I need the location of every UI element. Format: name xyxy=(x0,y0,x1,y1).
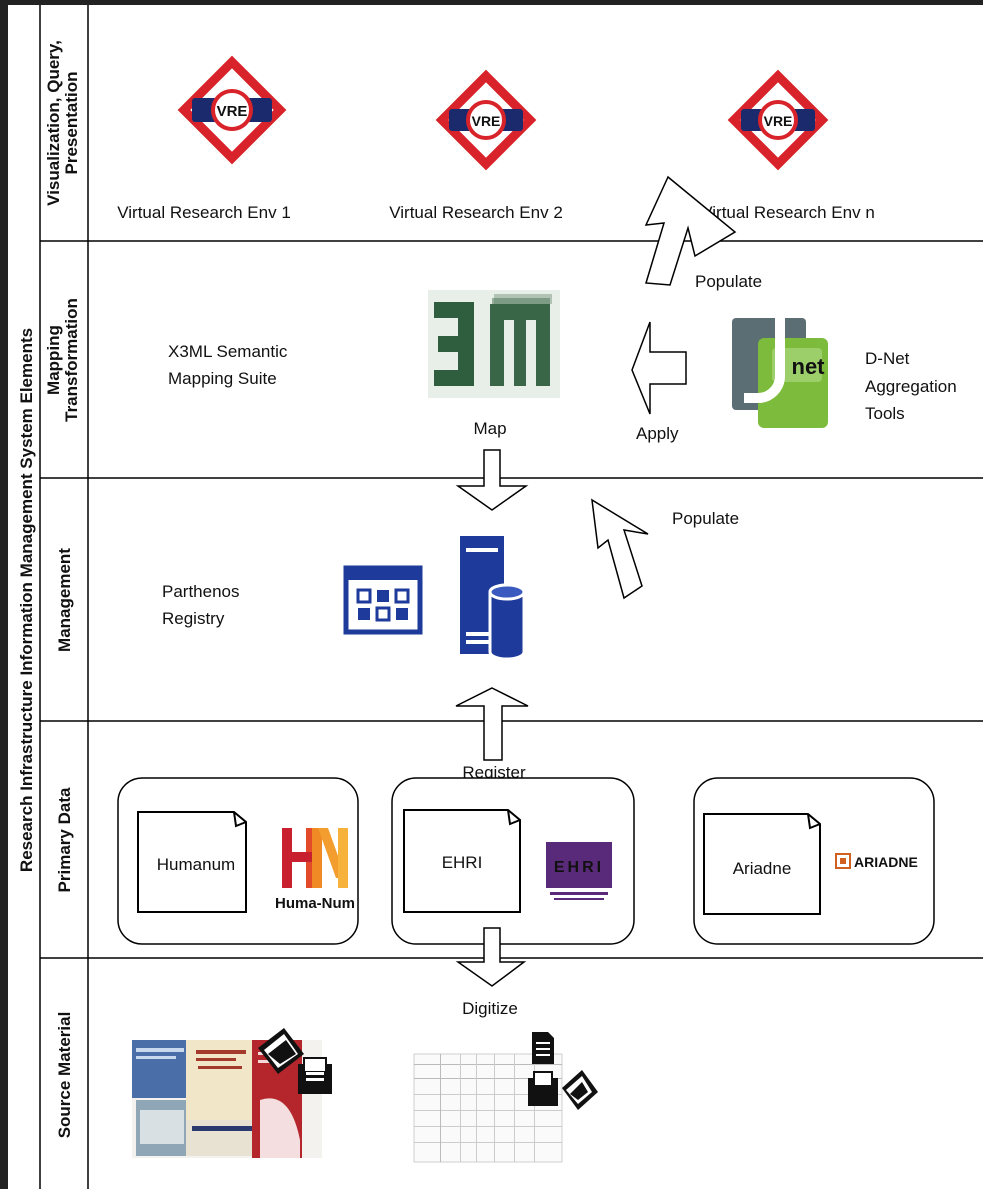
band-label-line: Presentation xyxy=(62,72,81,175)
outer-vertical-label: Research Infrastructure Information Mana… xyxy=(17,328,36,872)
document-fold xyxy=(507,809,521,826)
populate-top-label: Populate xyxy=(695,272,762,291)
huma-num-logo: Huma-Num xyxy=(275,828,355,912)
dnet-label-line1: D-Net xyxy=(865,349,910,368)
populate-mgmt-label: Populate xyxy=(672,509,739,528)
ehri-logo-text: EHRI xyxy=(554,859,604,876)
x3ml-label-line1: X3ML Semantic xyxy=(168,342,288,361)
vre-logo-text: VRE xyxy=(472,113,501,129)
vre-env-1-label: Virtual Research Env 1 xyxy=(117,203,291,222)
populate-arrow-up xyxy=(644,175,737,286)
apply-arrow xyxy=(631,321,687,415)
register-up-arrow xyxy=(455,687,529,761)
band-label-line: Primary Data xyxy=(55,787,74,892)
vre-logo: VRE xyxy=(177,55,287,165)
huma-num-logo-text: Huma-Num xyxy=(275,895,355,912)
vre-logo: VRE xyxy=(727,69,829,171)
band-label-primary: Primary Data xyxy=(55,787,74,892)
books-printer-icon xyxy=(258,1028,332,1094)
humanum-label: Humanum xyxy=(157,855,235,874)
document-fold xyxy=(233,811,247,828)
humanum-document-icon xyxy=(137,811,247,913)
ehri-document-icon xyxy=(403,809,521,913)
dnet-logo: net xyxy=(732,318,828,428)
x3ml-label-line2: Mapping Suite xyxy=(168,369,277,388)
vre-logo-text: VRE xyxy=(764,113,793,129)
band-label-line: Mapping xyxy=(44,325,63,395)
ehri-label: EHRI xyxy=(442,853,483,872)
apply-label: Apply xyxy=(636,424,679,443)
band-label-visualization: Visualization, Query, Presentation xyxy=(44,40,81,206)
documents-books-icon xyxy=(528,1032,598,1110)
ariadne-logo-text: ARIADNE xyxy=(854,854,918,870)
dnet-label-line2: Aggregation xyxy=(865,377,957,396)
archival-table-image xyxy=(413,1053,563,1163)
band-label-line: Management xyxy=(55,548,74,652)
map-label: Map xyxy=(473,419,506,438)
ariadne-document-icon xyxy=(703,813,821,915)
document-fold xyxy=(807,813,821,830)
band-label-mapping: Mapping Transformation xyxy=(44,298,81,422)
vre-env-n-label: Virtual Research Env n xyxy=(701,203,875,222)
ehri-logo: EHRI xyxy=(546,842,612,900)
band-label-management: Management xyxy=(55,548,74,652)
registry-label-line1: Parthenos xyxy=(162,582,240,601)
map-down-arrow xyxy=(455,449,529,511)
ariadne-label: Ariadne xyxy=(733,859,792,878)
dnet-logo-text: net xyxy=(792,354,826,379)
vre-logo: VRE xyxy=(435,69,537,171)
dnet-label-line3: Tools xyxy=(865,404,905,423)
band-label-line: Transformation xyxy=(62,298,81,422)
digitize-label: Digitize xyxy=(462,999,518,1018)
band-label-source: Source Material xyxy=(55,1012,74,1139)
vre-env-2-label: Virtual Research Env 2 xyxy=(389,203,563,222)
band-label-line: Source Material xyxy=(55,1012,74,1139)
x3m-logo xyxy=(428,290,560,398)
vre-logo-text: VRE xyxy=(217,103,248,120)
registry-table-icon xyxy=(343,565,423,635)
band-label-line: Visualization, Query, xyxy=(44,40,63,206)
ariadne-logo: ARIADNE xyxy=(835,853,918,870)
registry-label-line2: Registry xyxy=(162,609,225,628)
populate-arrow-mgmt xyxy=(591,498,649,600)
server-database-icon xyxy=(460,536,526,661)
digitize-down-arrow xyxy=(455,927,527,987)
